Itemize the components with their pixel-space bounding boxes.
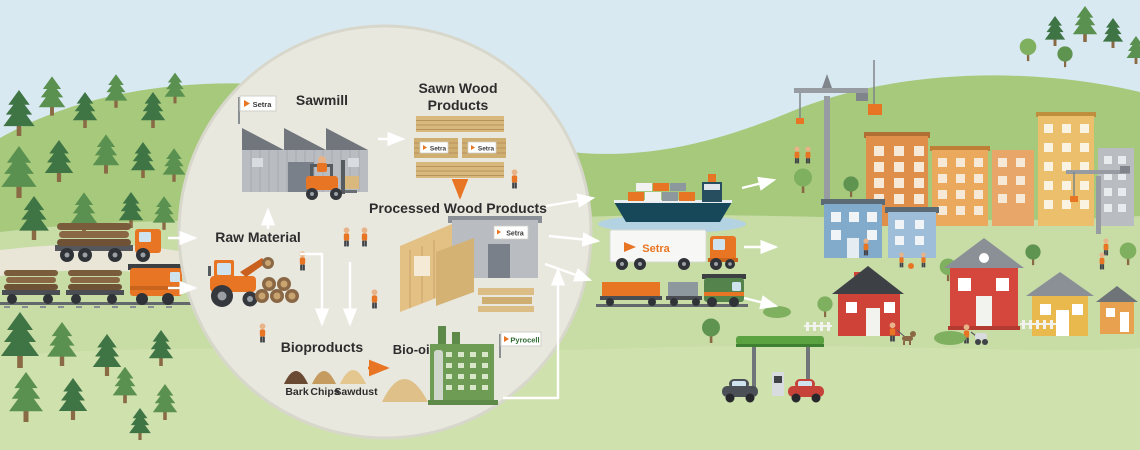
log-pile — [255, 277, 299, 303]
flow-arrow — [300, 252, 330, 327]
red-cottage — [832, 266, 904, 336]
yellow-house — [1026, 272, 1094, 336]
blue-building — [885, 207, 939, 258]
bioproducts-label: Bioproducts — [281, 339, 364, 355]
setra-truck: Setra — [609, 229, 738, 270]
flow-arrow — [544, 262, 593, 282]
flow-arrow — [545, 193, 596, 208]
bush — [934, 331, 966, 345]
fuel-pump — [772, 372, 784, 396]
cargo-ship — [598, 174, 746, 233]
wood-panel — [436, 238, 474, 306]
sawmill-label: Sawmill — [296, 92, 348, 108]
storage-tank — [434, 350, 443, 404]
flow-arrows — [168, 131, 779, 400]
stroller-walker — [963, 324, 988, 345]
pyrocell-logo-mark — [504, 336, 509, 342]
car — [722, 379, 758, 403]
setra-truck-logo: Setra — [642, 243, 670, 255]
dog-walker — [889, 322, 916, 345]
setra-logo-mark — [497, 229, 501, 235]
apartment-building — [992, 150, 1034, 226]
chips-pile — [312, 371, 336, 384]
orange-house — [1096, 286, 1138, 334]
sawdust-label: Sawdust — [334, 386, 378, 398]
setra-bundle-label: Setra — [478, 146, 495, 153]
setra-bundle-label: Setra — [430, 146, 447, 153]
construction-crane — [1066, 166, 1130, 234]
dog — [902, 331, 916, 345]
red-house — [944, 238, 1024, 330]
apartment-building — [1036, 112, 1096, 226]
sawn-wood-label-line1: Sawn Wood — [418, 80, 497, 96]
car — [788, 379, 824, 403]
setra-logo-mark — [423, 145, 427, 150]
bush — [763, 306, 791, 318]
sawdust-pile — [340, 370, 366, 384]
blue-building — [821, 199, 885, 258]
process-circle: Setra Sawmill Sawn Wood Products — [177, 24, 593, 440]
flow-arrow — [743, 295, 779, 310]
stroller — [975, 333, 987, 340]
setra-logo-mark — [244, 100, 250, 107]
construction-crane — [794, 60, 882, 200]
apartment-building — [930, 146, 990, 226]
sawmill-building — [242, 128, 368, 192]
bark-label: Bark — [285, 386, 309, 398]
processed-wood-label: Processed Wood Products — [369, 200, 547, 216]
biooil-sawdust-mound — [382, 379, 428, 402]
flow-arrow — [503, 267, 566, 400]
apartment-building — [1098, 148, 1134, 226]
town — [702, 60, 1138, 403]
containers — [628, 183, 695, 201]
raw-material-label: Raw Material — [215, 229, 301, 245]
tractor-loader — [208, 257, 274, 307]
chips-label: Chips — [310, 386, 339, 398]
setra-logo-mark — [471, 145, 475, 150]
sawn-wood-label-line2: Products — [428, 97, 489, 113]
forklift-icon — [306, 156, 359, 200]
setra-flag: Setra — [238, 95, 277, 124]
setra-logo-mark — [624, 242, 636, 252]
flow-arrow — [548, 232, 601, 247]
pyrocell-flag-label: Pyrocell — [510, 336, 539, 345]
log-truck — [55, 223, 161, 262]
setra-warehouse-sign: Setra — [506, 231, 524, 238]
lumber-stack: Setra Setra — [414, 116, 506, 178]
flow-arrow — [741, 176, 777, 191]
log-train — [2, 264, 184, 305]
gas-station — [722, 336, 824, 403]
setra-flag-label: Setra — [253, 100, 273, 109]
railway — [0, 302, 200, 308]
fence — [804, 320, 1056, 331]
ball — [908, 263, 914, 269]
pyrocell-flag: Pyrocell — [499, 331, 542, 358]
freight-train — [596, 274, 748, 307]
bio-oil-plant — [428, 326, 498, 405]
processed-wood: Setra — [400, 216, 542, 312]
bark-pile — [284, 371, 308, 384]
bio-oil-label: Bio-oil — [393, 342, 433, 357]
